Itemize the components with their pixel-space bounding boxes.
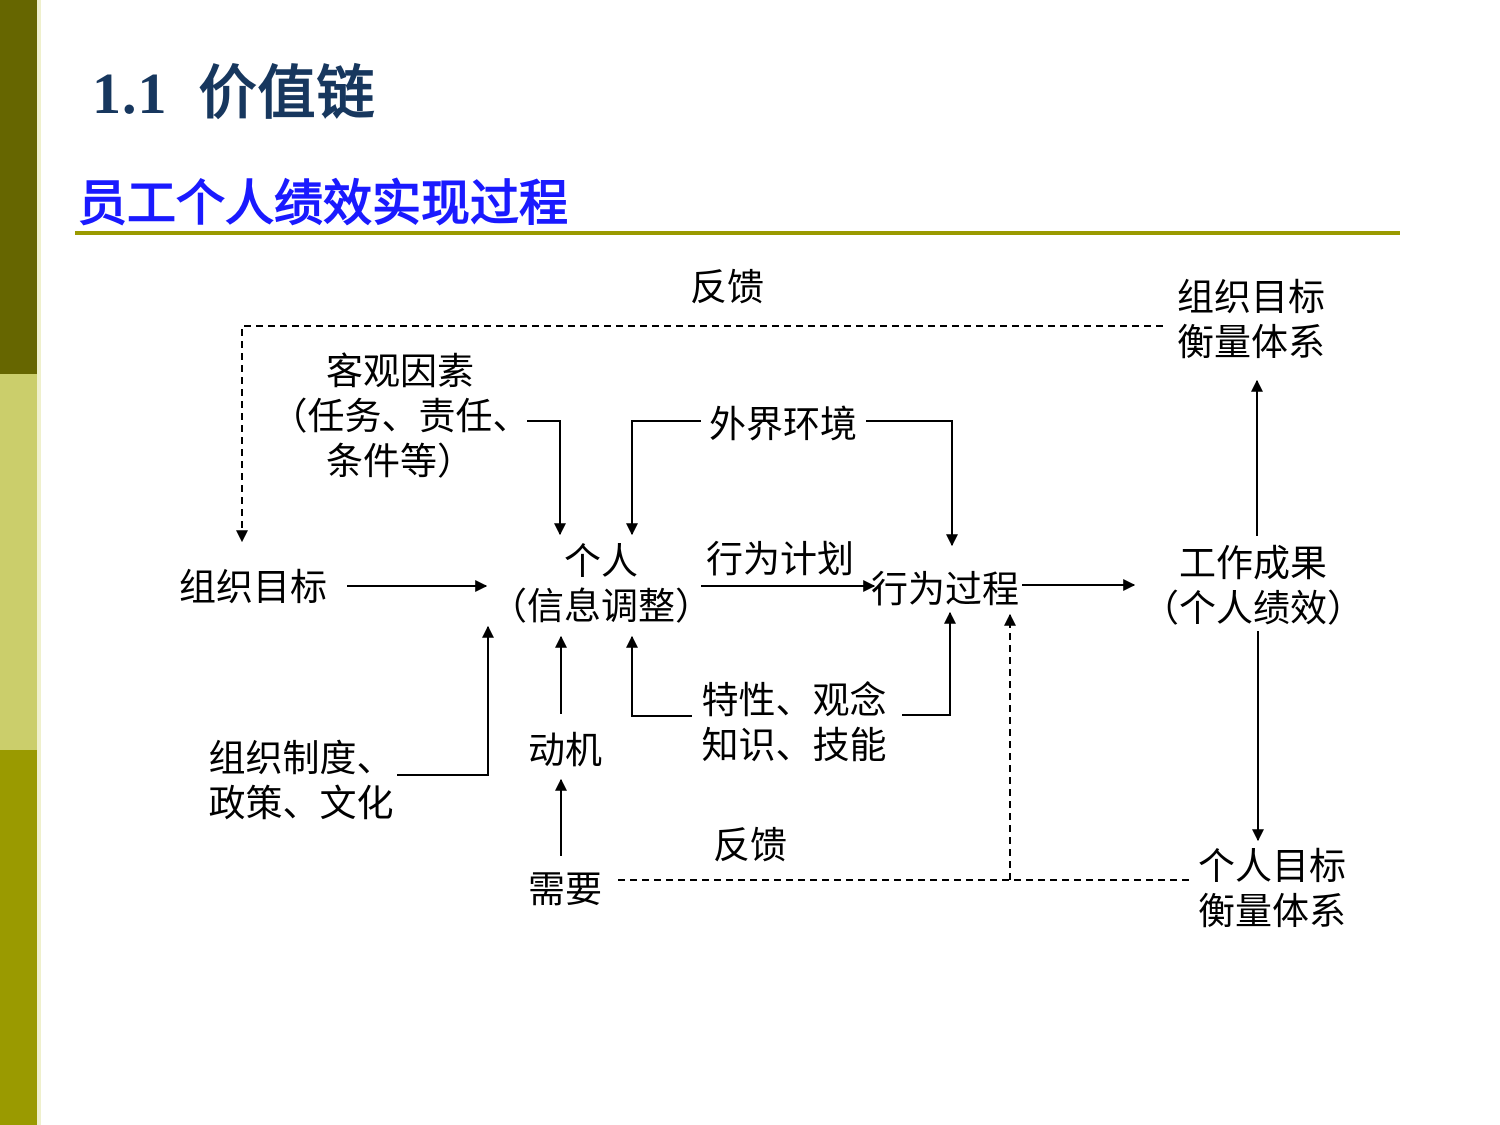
- label-motive: 动机: [528, 731, 602, 772]
- label-work-result: 工作成果 （个人绩效）: [1142, 544, 1364, 630]
- subtitle-underline: [75, 231, 1400, 235]
- label-org-goal-system: 组织目标 衡量体系: [1177, 278, 1325, 364]
- sidebar-segment-bottom: [0, 750, 37, 1125]
- label-personal-goal-system: 个人目标 衡量体系: [1198, 847, 1346, 933]
- slide-subtitle: 员工个人绩效实现过程: [78, 176, 569, 231]
- label-feedback-bottom: 反馈: [713, 826, 787, 867]
- label-feedback-top: 反馈: [690, 268, 764, 309]
- label-need: 需要: [528, 870, 602, 911]
- arrow-objective-factors-to-individual: [527, 420, 566, 536]
- label-behavior-process: 行为过程: [871, 570, 1019, 611]
- arrow-external-env-to-individual: [626, 420, 701, 536]
- arrow-org-system-to-individual: [397, 625, 494, 776]
- label-traits: 特性、观念 知识、技能: [701, 681, 887, 767]
- sidebar-segment-middle: [0, 374, 37, 750]
- label-objective-factors: 客观因素 （任务、责任、 条件等）: [270, 352, 530, 483]
- slide-title: 1.1 价值链: [92, 61, 376, 126]
- label-individual: 个人 （信息调整）: [490, 542, 712, 628]
- arrow-external-env-to-behavior-process: [866, 420, 958, 547]
- sidebar-edge-stripe: [37, 0, 41, 1125]
- arrow-traits-to-behavior-process: [902, 611, 956, 716]
- label-org-system: 组织制度、 政策、文化: [208, 739, 394, 825]
- sidebar-segment-top: [0, 0, 37, 374]
- arrow-traits-to-individual: [626, 635, 692, 717]
- label-org-goal: 组织目标: [179, 568, 327, 609]
- arrow-feedback-to-org-goal: [236, 325, 1163, 543]
- label-external-env: 外界环境: [709, 405, 857, 446]
- label-behavior-plan: 行为计划: [706, 540, 854, 581]
